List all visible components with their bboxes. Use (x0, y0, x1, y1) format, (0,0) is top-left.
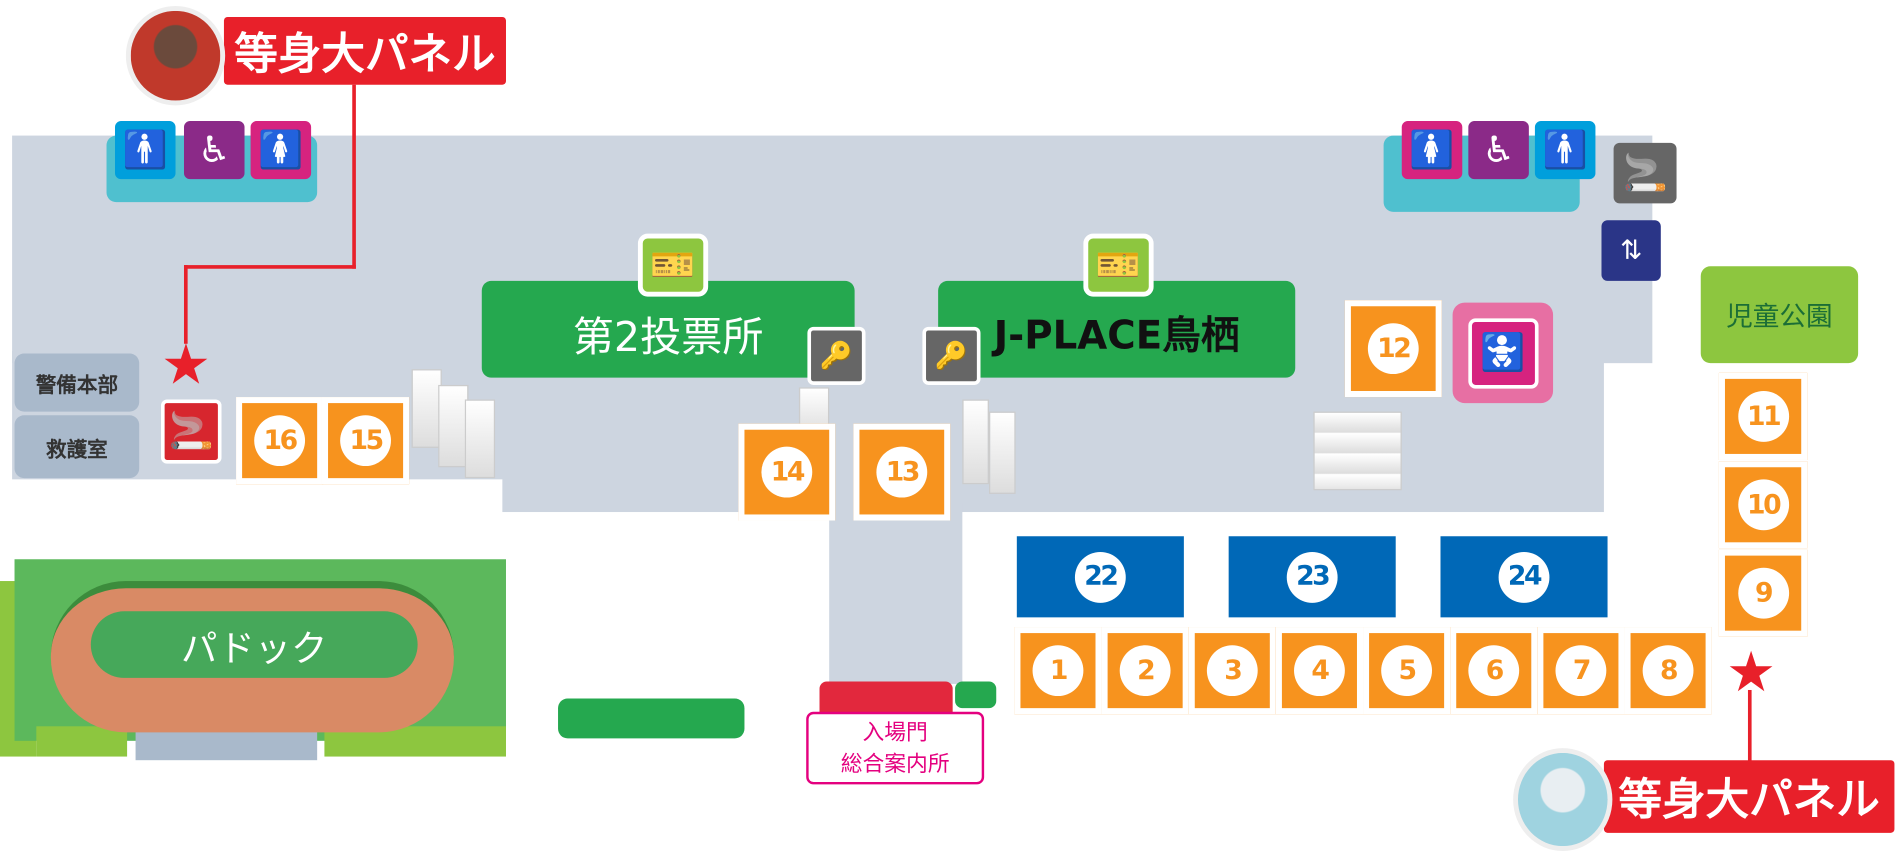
stairs (988, 411, 1016, 494)
booth-number: 24 (1498, 551, 1550, 603)
paddock-lawn (36, 726, 128, 757)
entrance-label: 入場門 (862, 720, 928, 746)
male-restroom-icon: 🚹 (114, 121, 176, 180)
female-restroom-icon: 🚺 (250, 121, 312, 180)
booth-number: 11 (1737, 390, 1789, 442)
booth-3[interactable]: 3 (1188, 627, 1276, 715)
paddock-label: パドック (90, 611, 418, 678)
j-place-tosu[interactable]: J-PLACE鳥栖 (938, 280, 1296, 378)
character-avatar (125, 6, 226, 106)
entrance-corridor (829, 502, 963, 684)
voting-office-2[interactable]: 第2投票所 (481, 280, 855, 378)
booth-6[interactable]: 6 (1450, 627, 1538, 715)
booth-number: 14 (761, 446, 813, 498)
booth-number: 13 (876, 446, 928, 498)
booth-23[interactable]: 23 (1228, 536, 1396, 618)
female-restroom-icon: 🚺 (1401, 121, 1463, 180)
childrens-park: 児童公園 (1700, 266, 1859, 364)
leader-line (352, 84, 356, 269)
booth-number: 15 (340, 415, 391, 467)
general-information-center[interactable]: 入場門 総合案内所 (806, 711, 985, 785)
smoking-area-icon: 🚬 (160, 399, 222, 464)
booth-24[interactable]: 24 (1440, 536, 1608, 618)
booth-15[interactable]: 15 (321, 397, 410, 485)
stairs (962, 399, 989, 485)
entrance-gate (819, 681, 953, 716)
booth-4[interactable]: 4 (1275, 627, 1364, 715)
leader-line (183, 265, 356, 269)
leader-line (1747, 689, 1752, 763)
booth-number: 8 (1642, 645, 1694, 697)
booth-9[interactable]: 9 (1718, 549, 1808, 637)
stairs (411, 369, 442, 448)
elevator-icon: ⇅ (1601, 220, 1661, 281)
booth-10[interactable]: 10 (1718, 461, 1808, 549)
ticket-machine-icon: 🎫 (637, 233, 709, 297)
stairs (464, 399, 496, 479)
accessible-restroom-icon: ♿ (183, 121, 245, 180)
booth-11[interactable]: 11 (1718, 372, 1808, 460)
booth-number: 9 (1737, 567, 1789, 619)
leader-line (183, 265, 188, 344)
baby-changing-room-icon: 🚼 (1452, 302, 1554, 404)
smoking-area-icon: 🚬 (1613, 142, 1677, 204)
hedge (955, 681, 997, 709)
security-room: 警備本部 (14, 353, 140, 412)
booth-5[interactable]: 5 (1363, 627, 1451, 715)
character-avatar (1513, 748, 1613, 851)
booth-number: 16 (254, 415, 306, 467)
info-center-label: 総合案内所 (840, 751, 950, 778)
booth-number: 22 (1074, 551, 1126, 603)
life-size-panel-label: 等身大パネル (1603, 760, 1895, 833)
booth-12[interactable]: 12 (1344, 300, 1442, 398)
booth-13[interactable]: 13 (853, 423, 951, 521)
life-size-panel-label: 等身大パネル (223, 16, 506, 85)
accessible-restroom-icon: ♿ (1468, 121, 1529, 180)
booth-22[interactable]: 22 (1016, 536, 1184, 618)
booth-number: 6 (1468, 645, 1520, 697)
ticket-machine-icon: 🎫 (1083, 233, 1154, 297)
booth-7[interactable]: 7 (1537, 627, 1625, 715)
booth-number: 4 (1294, 645, 1345, 697)
hedge (558, 698, 745, 739)
booth-number: 7 (1555, 645, 1607, 697)
booth-1[interactable]: 1 (1014, 627, 1102, 715)
booth-14[interactable]: 14 (738, 423, 836, 521)
locker-icon: 🔑 (807, 326, 866, 385)
booth-8[interactable]: 8 (1624, 627, 1712, 715)
locker-icon: 🔑 (922, 326, 981, 385)
male-restroom-icon: 🚹 (1534, 121, 1596, 180)
booth-number: 1 (1032, 645, 1084, 697)
booth-16[interactable]: 16 (236, 397, 324, 485)
panel-star-icon: ★ (160, 331, 211, 398)
booth-2[interactable]: 2 (1101, 627, 1189, 715)
booth-number: 12 (1367, 323, 1419, 375)
booth-number: 2 (1119, 645, 1171, 697)
booth-number: 23 (1286, 551, 1338, 603)
booth-number: 5 (1381, 645, 1433, 697)
booth-number: 3 (1206, 645, 1258, 697)
booth-number: 10 (1737, 479, 1789, 531)
first-aid-room: 救護室 (14, 415, 140, 479)
stairs (1313, 411, 1402, 491)
